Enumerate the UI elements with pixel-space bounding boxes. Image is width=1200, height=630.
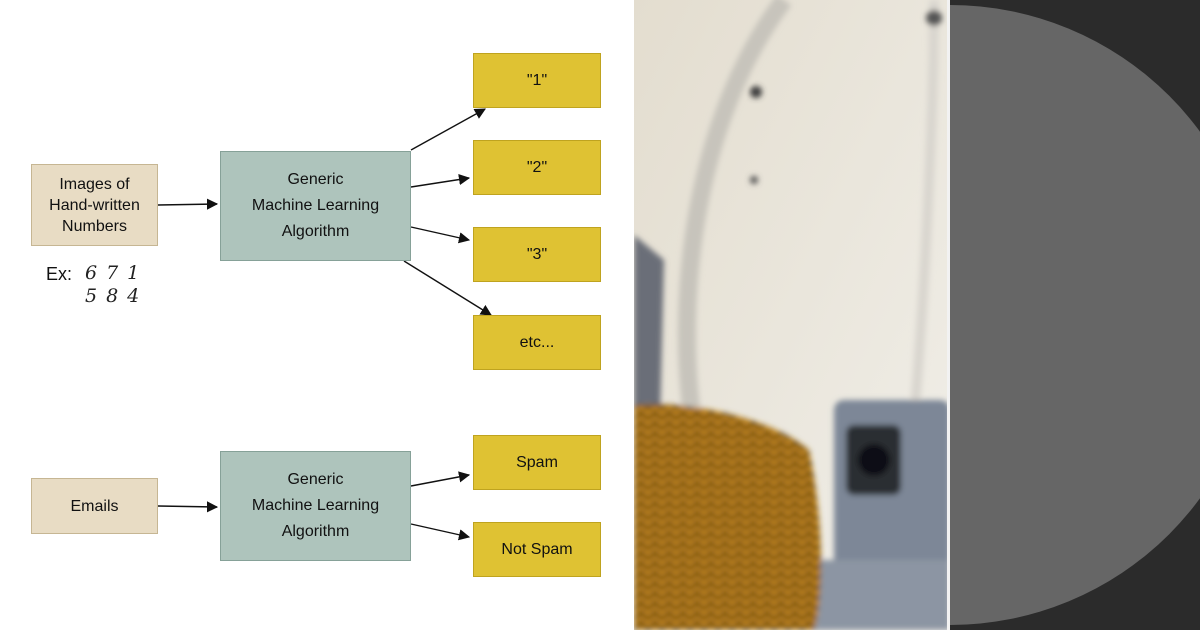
input-box-emails: Emails bbox=[31, 478, 158, 534]
example-digits-row-2: 584 bbox=[85, 285, 149, 307]
algorithm-box-bottom: Generic Machine Learning Algorithm bbox=[220, 451, 411, 561]
blurred-photo bbox=[634, 0, 950, 630]
output-box-3: "3" bbox=[473, 227, 601, 282]
photo-panel bbox=[634, 0, 950, 630]
arrow-algorithm-to-spam bbox=[410, 471, 471, 487]
arrow-input-to-algorithm-bottom bbox=[157, 501, 219, 513]
output-box-spam: Spam bbox=[473, 435, 601, 490]
output-box-1: "1" bbox=[473, 53, 601, 108]
arrow-algorithm-to-not-spam bbox=[410, 523, 471, 541]
diagram-arrows bbox=[157, 108, 492, 541]
algorithm-box-top: Generic Machine Learning Algorithm bbox=[220, 151, 411, 261]
output-box-etc: etc... bbox=[473, 315, 601, 370]
example-label: Ex: bbox=[46, 264, 73, 284]
arrow-input-to-algorithm-top bbox=[157, 198, 219, 210]
arrow-algorithm-to-output-3 bbox=[410, 226, 471, 244]
arrow-algorithm-to-output-etc bbox=[403, 260, 492, 316]
example-digits-row-1: 671 bbox=[85, 262, 149, 284]
output-box-not-spam: Not Spam bbox=[473, 522, 601, 577]
input-box-handwritten-images: Images of Hand-written Numbers bbox=[31, 164, 158, 246]
arrow-algorithm-to-output-2 bbox=[410, 174, 471, 188]
panel-divider bbox=[947, 0, 951, 630]
ml-diagram: Images of Hand-written Numbers Generic M… bbox=[31, 53, 601, 577]
output-box-2: "2" bbox=[473, 140, 601, 195]
decorative-circle bbox=[950, 5, 1200, 625]
arrow-algorithm-to-output-1 bbox=[410, 108, 486, 151]
dark-panel bbox=[950, 0, 1200, 630]
